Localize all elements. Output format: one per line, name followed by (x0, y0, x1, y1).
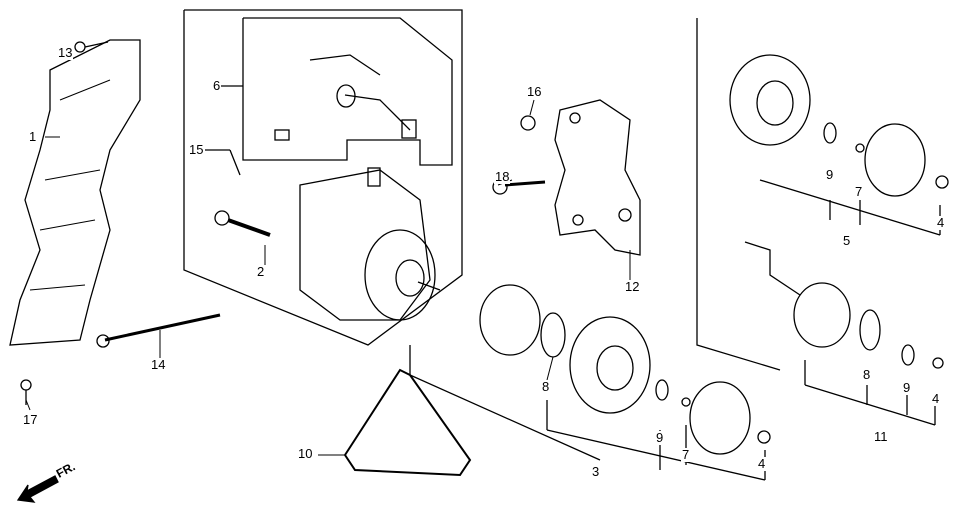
callout-8: 8 (862, 367, 872, 382)
clutch-parts (479, 54, 949, 455)
bracket (554, 99, 641, 256)
callout-17: 17 (22, 412, 39, 427)
callout-11: 11 (873, 429, 889, 444)
drive-belt (343, 368, 472, 477)
leader-lines (25, 99, 631, 456)
compressor-frame-lines (183, 9, 463, 346)
callout-9: 9 (902, 380, 912, 395)
callout-5: 5 (842, 233, 852, 248)
heat-shield (9, 39, 141, 346)
callout-4: 4 (931, 391, 941, 406)
callout-14: 14 (150, 357, 167, 372)
callout-7: 7 (854, 184, 864, 199)
callout-1: 1 (28, 129, 38, 144)
clutch-frame-lines (409, 18, 941, 481)
callout-2: 2 (256, 264, 266, 279)
callout-4: 4 (757, 456, 767, 471)
compressor (299, 167, 441, 321)
callout-13: 13 (57, 45, 74, 60)
front-arrow-icon (16, 475, 59, 503)
callout-15: 15 (188, 142, 205, 157)
callout-10: 10 (297, 446, 314, 461)
callout-6: 6 (212, 78, 222, 93)
callout-3: 3 (591, 464, 601, 479)
callout-9: 9 (655, 430, 665, 445)
callout-12: 12 (624, 279, 641, 294)
callout-16: 16 (526, 84, 543, 99)
callout-9: 9 (825, 167, 835, 182)
callout-4: 4 (936, 215, 946, 230)
callout-18: 18 (494, 169, 511, 184)
bolts (20, 41, 546, 405)
callout-7: 7 (681, 447, 691, 462)
callout-8: 8 (541, 379, 551, 394)
